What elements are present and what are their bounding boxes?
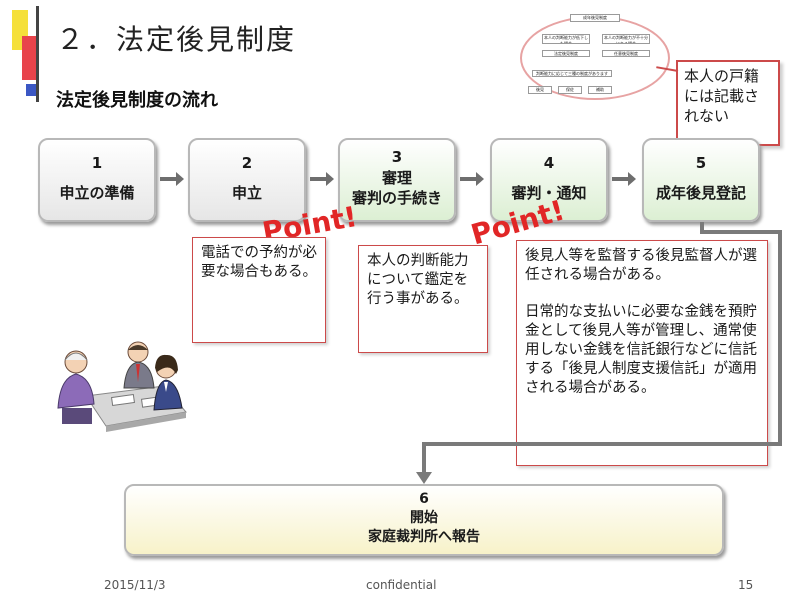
thumbnail-small-box-3: 補助 xyxy=(588,86,612,94)
thumbnail-sub-right: 任意後見制度 xyxy=(602,50,650,57)
footer-date: 2015/11/3 xyxy=(104,578,166,592)
step-number: 1 xyxy=(91,154,103,172)
step-label: 審理 審判の手続き xyxy=(351,169,442,207)
arrow-right-icon xyxy=(160,172,184,186)
thumbnail-small-box-1: 後見 xyxy=(528,86,552,94)
accent-red-block xyxy=(22,36,36,80)
step-number: 5 xyxy=(695,154,707,172)
step-number: 4 xyxy=(543,154,555,172)
thumbnail-note: 判断能力に応じて三種の制度があります xyxy=(532,70,612,77)
step-5-registration: 5 成年後見登記 xyxy=(642,138,760,222)
step-label: 開始 xyxy=(410,510,438,526)
thumbnail-sub-left: 法定後見制度 xyxy=(542,50,590,57)
step-number: 3 xyxy=(391,148,403,166)
step-1-preparation: 1 申立の準備 xyxy=(38,138,156,222)
system-overview-thumbnail: 成年後見制度 本人の判断能力が低下した場合 本人の判断能力が不十分にある場合 法… xyxy=(520,6,670,106)
arrow-right-icon xyxy=(460,172,484,186)
page-title: ２．法定後見制度 xyxy=(56,23,297,56)
consultation-illustration-icon xyxy=(57,341,187,432)
note-paragraph: 日常的な支払いに必要な金銭を預貯金として後見人等が管理し、通常使用しない金銭を信… xyxy=(525,304,757,396)
accent-blue-square xyxy=(26,84,36,96)
step-2-petition: 2 申立 xyxy=(188,138,306,222)
step-4-judgment: 4 審判・通知 xyxy=(490,138,608,222)
thumbnail-box-left: 本人の判断能力が低下した場合 xyxy=(542,34,590,44)
arrow-right-icon xyxy=(310,172,334,186)
note-appraisal: 本人の判断能力について鑑定を行う事がある。 xyxy=(358,245,488,353)
thumbnail-small-box-2: 保佐 xyxy=(558,86,582,94)
note-supervisor-trust: 後見人等を監督する後見監督人が選任される場合がある。 日常的な支払いに必要な金銭… xyxy=(516,240,768,466)
step-number: 6 xyxy=(419,491,429,507)
koseki-note: 本人の戸籍には記載されない xyxy=(676,60,780,146)
step-3-review: 3 審理 審判の手続き xyxy=(338,138,456,222)
step-label: 審判・通知 xyxy=(511,184,587,202)
accent-vertical-line xyxy=(36,6,39,102)
step-label: 家庭裁判所へ報告 xyxy=(368,529,480,545)
section-subtitle: 法定後見制度の流れ xyxy=(56,90,218,111)
step-label: 申立の準備 xyxy=(59,184,135,202)
thumbnail-box-right: 本人の判断能力が不十分にある場合 xyxy=(602,34,650,44)
note-reservation: 電話での予約が必要な場合もある。 xyxy=(192,237,326,343)
step-number: 2 xyxy=(241,154,253,172)
step-label: 申立 xyxy=(231,184,262,202)
footer-confidential: confidential xyxy=(366,578,437,592)
step-label: 成年後見登記 xyxy=(655,184,746,202)
step-6-start: 6 開始 家庭裁判所へ報告 xyxy=(124,484,724,556)
note-paragraph: 後見人等を監督する後見監督人が選任される場合がある。 xyxy=(525,248,757,283)
footer-page-number: 15 xyxy=(738,578,754,592)
thumbnail-title: 成年後見制度 xyxy=(570,14,620,22)
arrow-right-icon xyxy=(612,172,636,186)
